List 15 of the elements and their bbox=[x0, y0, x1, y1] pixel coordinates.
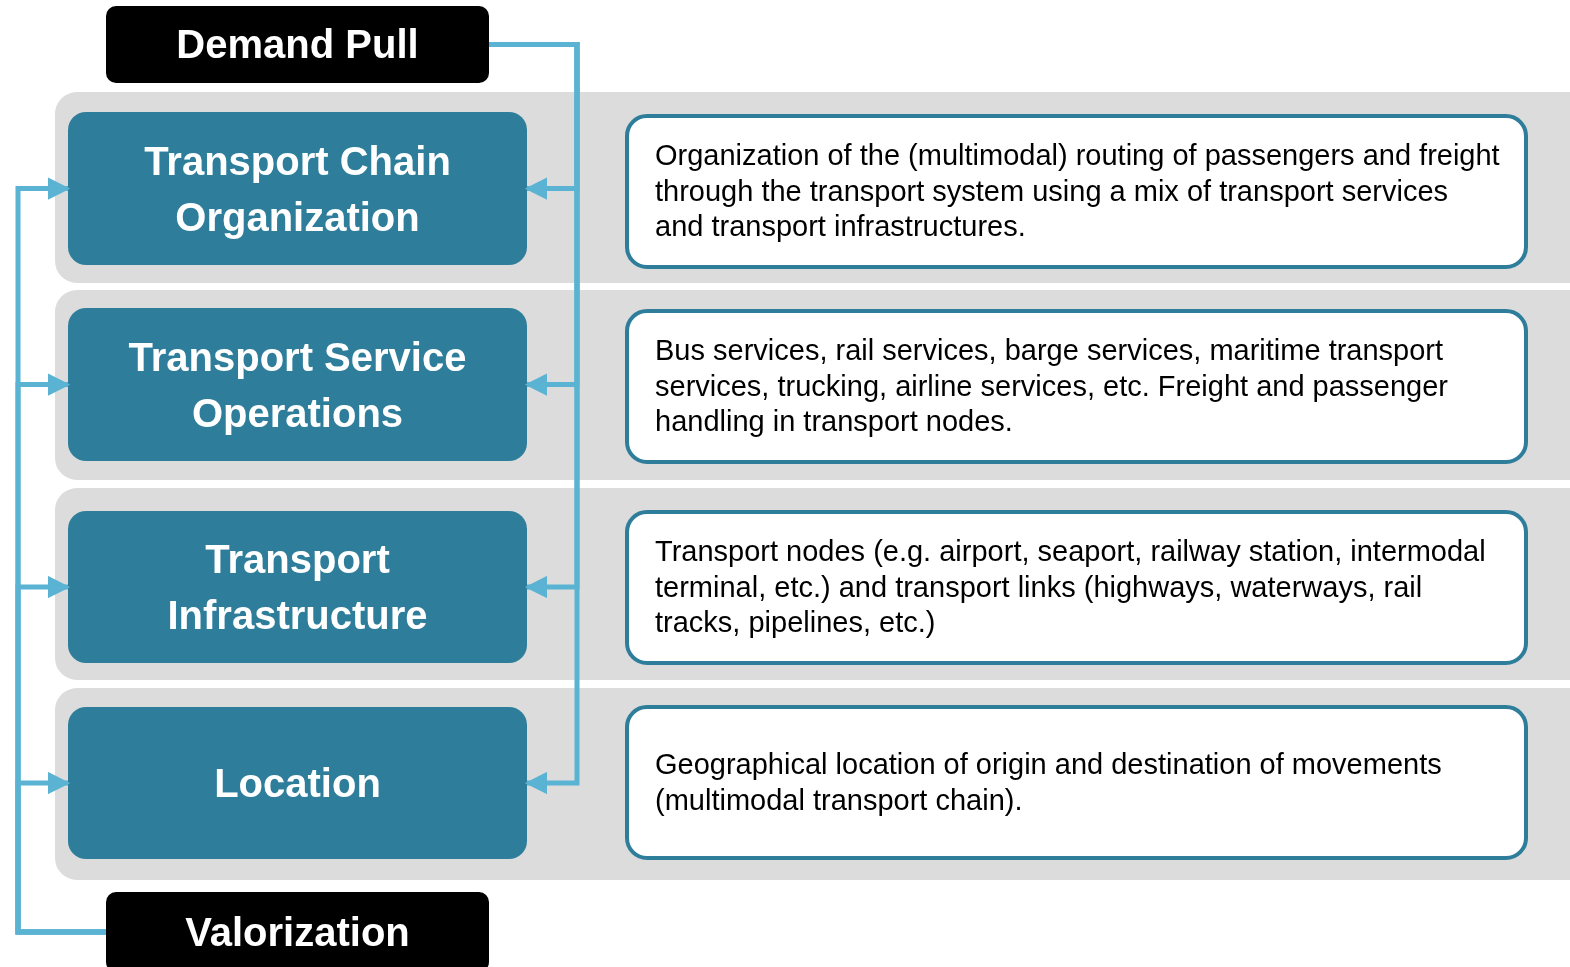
row-band bbox=[55, 688, 1570, 880]
category-box: Transport Service Operations bbox=[68, 308, 527, 461]
row-band bbox=[55, 290, 1570, 480]
category-box: Location bbox=[68, 707, 527, 859]
header-box: Valorization bbox=[106, 892, 489, 967]
connector-arrow bbox=[15, 771, 106, 935]
row-band bbox=[55, 488, 1570, 680]
description-box: Geographical location of origin and destination of movements (multimodal transport chain). bbox=[625, 705, 1528, 860]
description-box: Organization of the (multimodal) routing of passengers and freight through the transport system using a mix of transport services and transport infrastructures. bbox=[625, 114, 1528, 269]
category-box: Transport Infrastructure bbox=[68, 511, 527, 663]
row-band bbox=[55, 92, 1570, 283]
description-box: Transport nodes (e.g. airport, seaport, railway station, intermodal terminal, etc.) and transport links (highways, waterways, rail tracks, pipelines, etc.) bbox=[625, 510, 1528, 665]
description-box: Bus services, rail services, barge services, maritime transport services, trucking, airline services, etc. Freight and passenger handling in transport nodes. bbox=[625, 309, 1528, 464]
category-box: Transport Chain Organization bbox=[68, 112, 527, 265]
header-box: Demand Pull bbox=[106, 6, 489, 83]
